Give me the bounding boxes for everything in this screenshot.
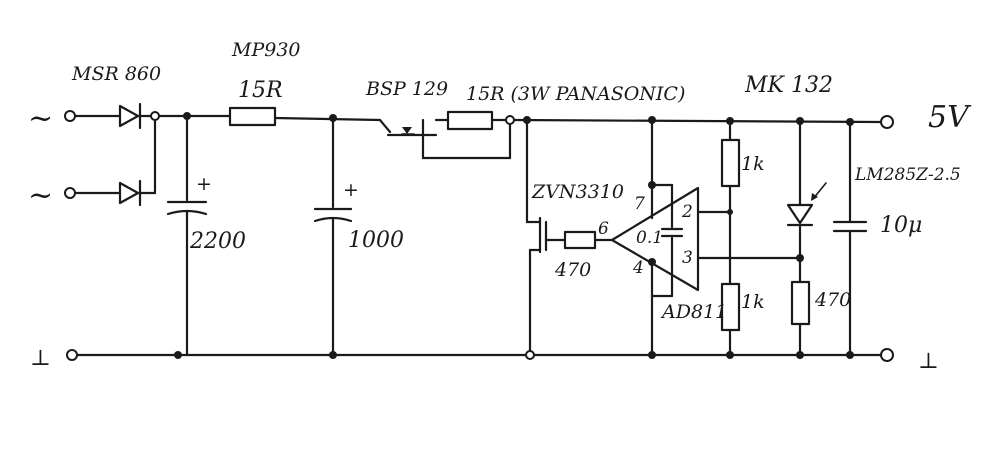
ac-input-terminal-2 (64, 187, 122, 199)
label-ref-470: 470 (814, 289, 851, 311)
cap-plus-2: + (343, 179, 359, 201)
label-lm285: LM285Z-2.5 (854, 165, 961, 185)
transistor-bsp129 (378, 118, 512, 160)
capacitor-1000 (313, 114, 353, 359)
label-bsp129: BSP 129 (365, 78, 448, 100)
ground-symbol-right: ⊥ (918, 349, 939, 374)
opamp-pin-3: 3 (682, 248, 693, 268)
ground-symbol-left: ⊥ (30, 346, 51, 371)
rectifier-diode-bottom (118, 114, 157, 207)
output-terminal-ground (880, 348, 894, 362)
ac-symbol-1: ~ (28, 101, 53, 136)
ac-symbol-2: ~ (28, 178, 53, 213)
resistor-15r-3w (446, 110, 494, 131)
label-15r-3w: 15R (3W PANASONIC) (466, 83, 685, 105)
label-1k-top: 1k (741, 153, 765, 175)
label-mp930-value: 15R (238, 78, 283, 103)
resistor-gate-470 (563, 230, 597, 250)
voltage-reference (696, 117, 827, 359)
label-5v: 5V (928, 100, 972, 135)
capacitor-2200 (166, 112, 208, 359)
opamp-pin-4: 4 (632, 258, 644, 278)
rectifier-node (150, 111, 160, 121)
label-0.1: 0.1 (636, 228, 663, 248)
label-10u: 10μ (880, 213, 922, 238)
rectifier-diode-top (118, 102, 157, 130)
divider-resistors (696, 117, 741, 359)
label-mk132: MK 132 (744, 73, 833, 98)
label-2200: 2200 (189, 229, 246, 254)
opamp-pin-7: 7 (634, 194, 645, 214)
capacitor-10u (832, 118, 868, 359)
label-zvn3310: ZVN3310 (531, 181, 624, 203)
mosfet-zvn3310 (523, 116, 567, 360)
top-rail (157, 114, 882, 124)
opamp-ad811 (610, 116, 700, 359)
cap-plus-1: + (196, 173, 212, 195)
label-mp930: MP930 (231, 39, 301, 61)
node-after-3w (505, 115, 515, 125)
label-1k-bottom: 1k (741, 291, 765, 313)
label-ad811: AD811 (660, 301, 727, 323)
ac-input-terminal-1 (64, 110, 122, 122)
resistor-mp930 (228, 106, 277, 127)
ground-rail (66, 349, 882, 361)
output-terminal-5v (880, 115, 894, 129)
label-1000: 1000 (348, 228, 404, 253)
opamp-pin-6: 6 (598, 219, 609, 239)
opamp-pin-2: 2 (681, 202, 693, 222)
label-gate-470: 470 (554, 259, 591, 281)
label-rectifier: MSR 860 (71, 63, 161, 85)
